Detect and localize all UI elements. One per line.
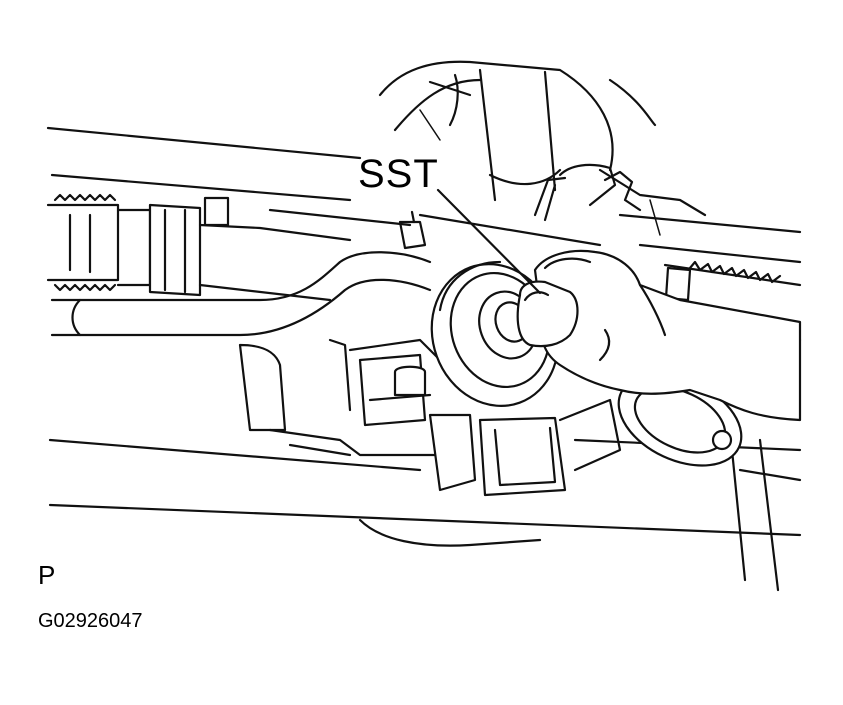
hydraulic-pipe bbox=[50, 251, 432, 337]
left-rack-boot bbox=[46, 193, 352, 302]
sst-callout-label: SST bbox=[358, 152, 439, 196]
view-letter: P bbox=[38, 560, 56, 590]
hose-clip bbox=[268, 208, 602, 250]
hand-icon bbox=[516, 249, 802, 422]
figure-id: G02926047 bbox=[38, 610, 143, 632]
gear-housing bbox=[238, 338, 622, 547]
upper-housing bbox=[378, 60, 707, 236]
callout-leader bbox=[436, 188, 542, 295]
